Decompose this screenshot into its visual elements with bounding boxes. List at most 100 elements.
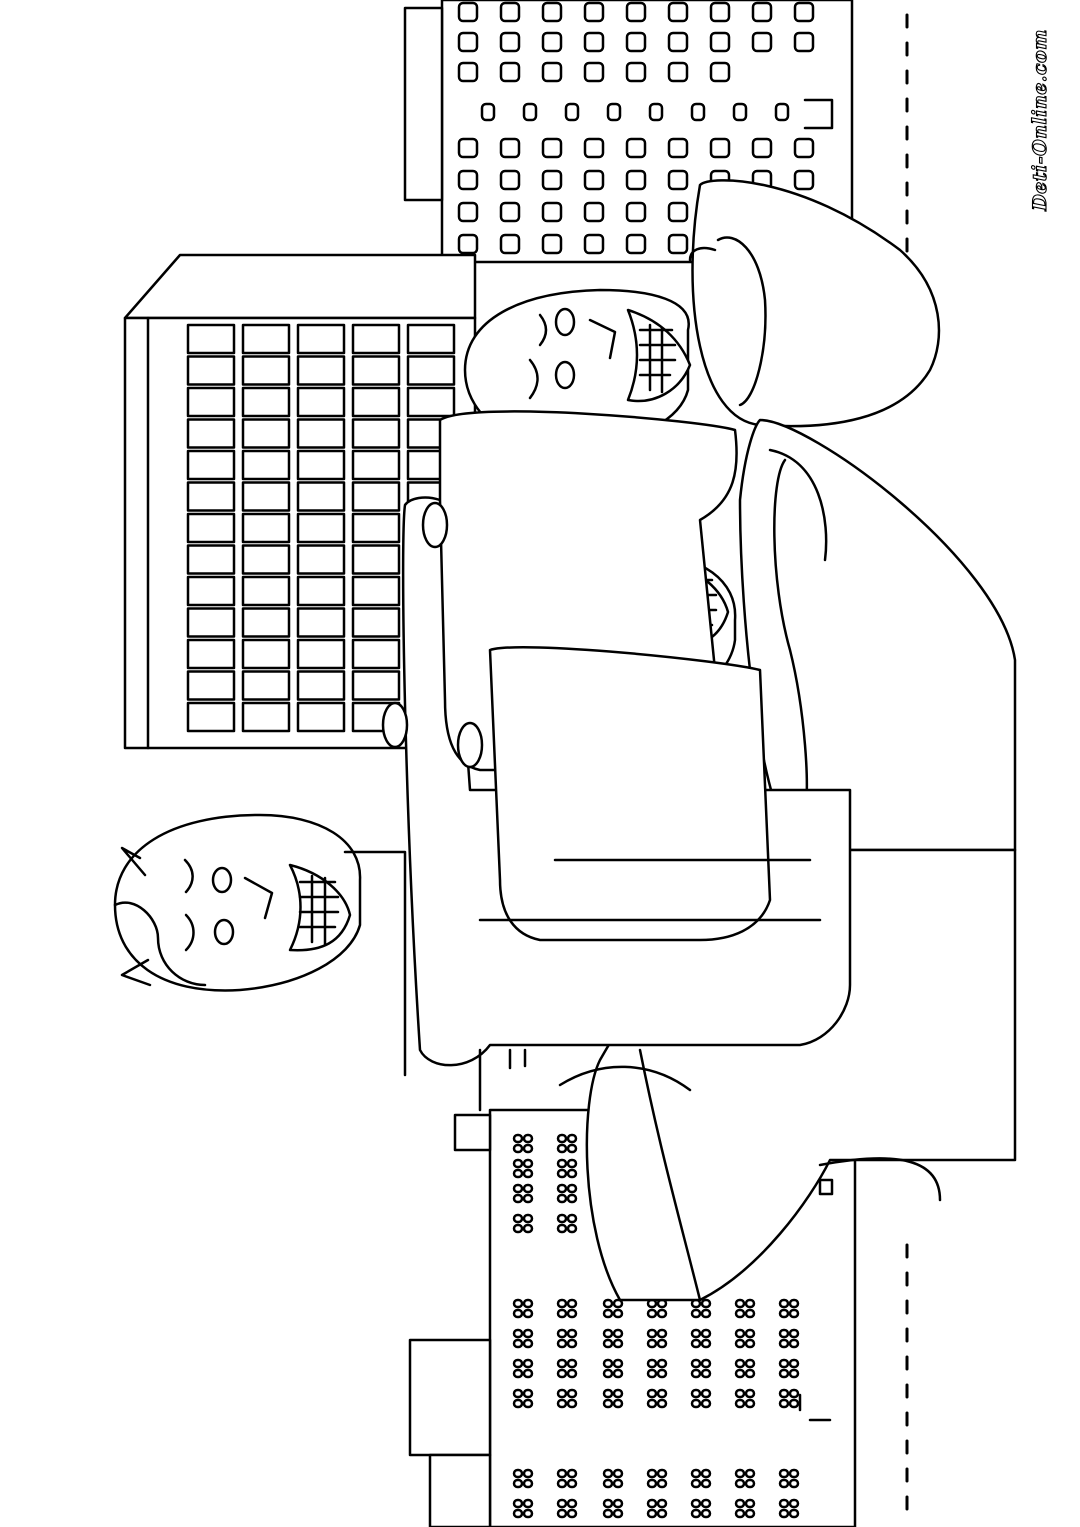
window	[241, 701, 291, 733]
window	[700, 1398, 712, 1409]
window	[656, 1498, 668, 1509]
window	[556, 1338, 568, 1349]
window	[583, 61, 605, 83]
window	[667, 201, 689, 223]
window	[522, 1143, 534, 1154]
window	[602, 1388, 614, 1399]
window	[241, 607, 291, 638]
window	[522, 1168, 534, 1179]
window	[522, 1388, 534, 1399]
window	[541, 169, 563, 191]
window	[625, 233, 647, 255]
window	[556, 1298, 568, 1309]
window	[522, 1183, 534, 1194]
window	[541, 61, 563, 83]
window	[778, 1368, 790, 1379]
window	[556, 1143, 568, 1154]
window	[612, 1398, 624, 1409]
window	[788, 1338, 800, 1349]
window	[566, 1468, 578, 1479]
window	[556, 1213, 568, 1224]
window	[656, 1398, 668, 1409]
window	[788, 1398, 800, 1409]
window	[351, 575, 401, 607]
window	[241, 323, 291, 355]
window	[522, 1478, 534, 1489]
window	[612, 1368, 624, 1379]
window	[612, 1328, 624, 1339]
window	[778, 1298, 790, 1309]
news-desk	[381, 410, 852, 1112]
window	[457, 137, 479, 159]
window	[612, 1358, 624, 1369]
window	[556, 1468, 568, 1479]
window	[499, 233, 521, 255]
window	[566, 1168, 578, 1179]
window	[690, 1328, 702, 1339]
window	[512, 1298, 524, 1309]
window	[512, 1478, 524, 1489]
window	[566, 1193, 578, 1204]
window	[690, 1478, 702, 1489]
window	[656, 1508, 668, 1519]
window	[744, 1328, 756, 1339]
window	[646, 1498, 658, 1509]
window	[351, 355, 401, 386]
window	[793, 137, 815, 159]
window	[406, 355, 456, 386]
window	[566, 1298, 578, 1309]
window	[186, 418, 236, 449]
window	[566, 1358, 578, 1369]
head-bald-back	[463, 288, 692, 448]
window	[646, 1468, 658, 1479]
window	[499, 201, 521, 223]
window	[667, 137, 689, 159]
window	[522, 1338, 534, 1349]
window	[793, 31, 815, 53]
window	[646, 1368, 658, 1379]
window	[512, 1183, 524, 1194]
window	[556, 1308, 568, 1319]
window	[566, 1508, 578, 1519]
window	[744, 1398, 756, 1409]
window	[788, 1508, 800, 1519]
window	[612, 1298, 624, 1309]
window	[522, 102, 538, 122]
window	[566, 1158, 578, 1169]
window	[556, 1183, 568, 1194]
window	[296, 449, 346, 481]
window	[186, 512, 236, 544]
window	[512, 1308, 524, 1319]
window	[541, 31, 563, 53]
window	[541, 233, 563, 255]
window	[583, 1, 605, 23]
window	[667, 61, 689, 83]
window	[656, 1338, 668, 1349]
window	[734, 1498, 746, 1509]
window	[512, 1328, 524, 1339]
window	[744, 1358, 756, 1369]
window	[734, 1388, 746, 1399]
window	[778, 1388, 790, 1399]
window	[778, 1478, 790, 1489]
window	[241, 418, 291, 449]
window	[625, 137, 647, 159]
window	[709, 61, 731, 83]
window	[296, 670, 346, 701]
window	[457, 1, 479, 23]
window	[522, 1213, 534, 1224]
window	[612, 1468, 624, 1479]
window	[566, 1328, 578, 1339]
window	[700, 1388, 712, 1399]
window	[709, 137, 731, 159]
window	[602, 1338, 614, 1349]
window	[656, 1368, 668, 1379]
window	[241, 449, 291, 481]
window	[566, 1133, 578, 1144]
window	[296, 607, 346, 638]
window	[667, 1, 689, 23]
window	[241, 386, 291, 418]
window	[700, 1368, 712, 1379]
window	[556, 1368, 568, 1379]
window	[186, 575, 236, 607]
